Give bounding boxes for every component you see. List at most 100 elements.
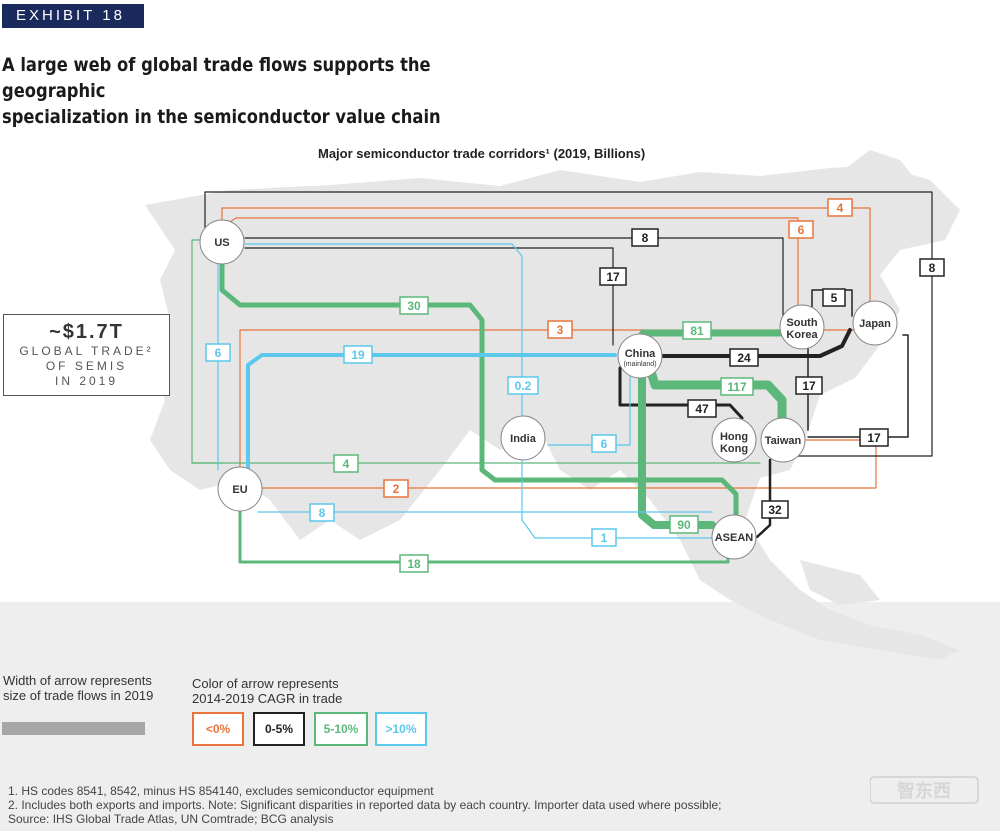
- region-node-us: US: [199, 219, 245, 265]
- value-label: 6: [205, 343, 231, 362]
- svg-text:8: 8: [642, 231, 649, 245]
- svg-text:47: 47: [695, 402, 709, 416]
- value-label: 5: [822, 288, 846, 307]
- page-title: A large web of global trade flows suppor…: [2, 52, 449, 130]
- svg-text:8: 8: [319, 506, 326, 520]
- flow-china-hongkong: [618, 366, 744, 420]
- svg-text:6: 6: [798, 223, 805, 237]
- flow-eu-taiwan: [257, 439, 877, 489]
- value-label: 30: [399, 296, 429, 315]
- legend-item-neg: <0%: [192, 712, 244, 746]
- svg-text:17: 17: [606, 270, 620, 284]
- total-trade-box: ~$1.7T GLOBAL TRADE² OF SEMIS IN 2019: [3, 314, 170, 396]
- value-label: 0.2: [507, 376, 539, 395]
- flow-india-asean: [521, 519, 713, 539]
- svg-text:18: 18: [407, 557, 421, 571]
- flow-us-southkorea-b: [244, 237, 784, 321]
- svg-text:Hong: Hong: [720, 431, 748, 443]
- value-label: 4: [333, 454, 359, 473]
- title-line-2: specialization in the semiconductor valu…: [2, 106, 441, 128]
- region-node-asean: ASEAN: [711, 514, 757, 560]
- value-label: 17: [795, 376, 823, 395]
- value-label: 24: [729, 348, 759, 367]
- value-label: 6: [591, 434, 617, 453]
- svg-text:3: 3: [557, 323, 564, 337]
- value-label: 18: [399, 554, 429, 573]
- flow-us-southkorea: [229, 217, 799, 316]
- svg-text:2: 2: [393, 482, 400, 496]
- svg-text:81: 81: [690, 324, 704, 338]
- svg-text:19: 19: [351, 348, 365, 362]
- svg-text:6: 6: [215, 346, 222, 360]
- value-label: 8: [309, 503, 335, 522]
- total-label-2: OF SEMIS: [45, 359, 128, 373]
- legend-width-text: Width of arrow represents size of trade …: [3, 673, 183, 703]
- svg-text:(mainland): (mainland): [623, 361, 656, 368]
- region-node-china: China(mainland): [617, 333, 663, 379]
- watermark-logo: 智东西: [870, 776, 979, 804]
- legend-width-bar: [2, 722, 145, 735]
- diagram-subtitle: Major semiconductor trade corridors¹ (20…: [318, 146, 646, 161]
- footnotes: 1. HS codes 8541, 8542, minus HS 854140,…: [8, 784, 868, 826]
- flow-us-asean: [219, 259, 739, 521]
- title-line-1: A large web of global trade flows suppor…: [2, 54, 431, 102]
- flow-china-taiwan: [645, 363, 787, 435]
- value-label: 17: [599, 267, 627, 286]
- value-label: 2: [383, 479, 409, 498]
- value-label: 32: [761, 500, 789, 519]
- value-label: 6: [788, 220, 814, 239]
- total-label-1: GLOBAL TRADE²: [19, 344, 154, 358]
- legend-color-line-2: 2014-2019 CAGR in trade: [192, 691, 343, 706]
- world-map-background: [145, 150, 960, 660]
- svg-text:ASEAN: ASEAN: [715, 532, 754, 544]
- svg-text:智东西: 智东西: [897, 780, 951, 802]
- value-label: 47: [687, 399, 717, 418]
- flow-japan-taiwan: [807, 334, 909, 438]
- value-label: 8: [919, 258, 945, 277]
- legend-color-line-1: Color of arrow represents: [192, 676, 339, 691]
- svg-text:8: 8: [929, 261, 936, 275]
- flow-us-taiwan: [204, 191, 933, 457]
- svg-text:EU: EU: [232, 484, 247, 496]
- legend-item-mid: 5-10%: [314, 712, 368, 746]
- flow-taiwan-asean: [755, 458, 772, 539]
- svg-text:India: India: [510, 433, 537, 445]
- svg-text:Japan: Japan: [859, 318, 891, 330]
- svg-text:32: 32: [768, 503, 782, 517]
- legend-color-text: Color of arrow represents 2014-2019 CAGR…: [192, 676, 412, 706]
- legend-width-line-1: Width of arrow represents: [3, 673, 152, 688]
- value-label: 117: [720, 377, 754, 396]
- svg-text:4: 4: [343, 457, 350, 471]
- region-node-japan: Japan: [852, 300, 898, 346]
- region-node-india: India: [500, 415, 546, 461]
- value-label: 4: [827, 198, 853, 217]
- legend-item-high: >10%: [375, 712, 427, 746]
- svg-text:1: 1: [601, 531, 608, 545]
- value-label: 8: [631, 228, 659, 247]
- exhibit-label: EXHIBIT 18: [2, 4, 144, 28]
- value-label: 1: [591, 528, 617, 547]
- value-label: 19: [343, 345, 373, 364]
- svg-text:4: 4: [837, 201, 844, 215]
- footnote-2: 2. Includes both exports and imports. No…: [8, 798, 722, 812]
- svg-text:30: 30: [407, 299, 421, 313]
- svg-text:24: 24: [737, 351, 751, 365]
- value-label: 81: [682, 321, 712, 340]
- legend-item-low: 0-5%: [253, 712, 305, 746]
- source-note: Source: IHS Global Trade Atlas, UN Comtr…: [8, 812, 334, 826]
- svg-text:6: 6: [601, 437, 608, 451]
- svg-text:US: US: [214, 237, 229, 249]
- flow-india-china: [547, 369, 631, 446]
- svg-text:5: 5: [831, 291, 838, 305]
- region-node-taiwan: Taiwan: [760, 417, 806, 463]
- value-label: 3: [547, 320, 573, 339]
- svg-text:117: 117: [727, 380, 747, 394]
- flow-eu-china: [246, 353, 617, 482]
- footnote-1: 1. HS codes 8541, 8542, minus HS 854140,…: [8, 784, 434, 798]
- total-amount: ~$1.7T: [49, 321, 124, 343]
- svg-text:South: South: [786, 317, 817, 329]
- svg-text:90: 90: [677, 518, 691, 532]
